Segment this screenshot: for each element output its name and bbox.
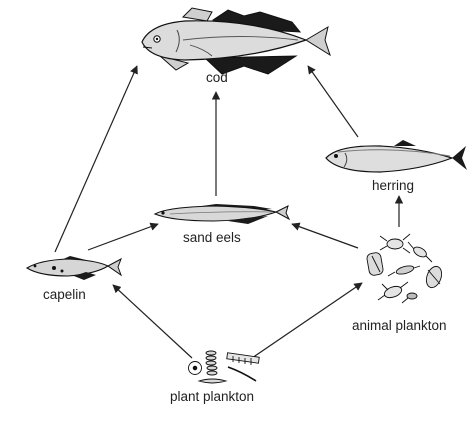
arrow-animal-plankton-to-sand-eels xyxy=(291,222,359,249)
arrow-herring-to-cod xyxy=(307,65,359,138)
cod-illustration xyxy=(141,7,331,75)
label-plant-plankton: plant plankton xyxy=(170,389,255,404)
arrow-plant-plankton-to-animal-plankton xyxy=(251,282,363,359)
label-capelin: capelin xyxy=(43,287,86,302)
label-sand-eels: sand eels xyxy=(183,230,241,245)
arrow-capelin-to-sand-eels xyxy=(87,222,159,251)
animal-plankton-illustration xyxy=(366,233,443,304)
herring-illustration xyxy=(325,140,467,173)
sand-eel-illustration xyxy=(153,204,291,224)
label-animal-plankton: animal plankton xyxy=(352,318,447,333)
plant-plankton-illustration xyxy=(188,350,260,384)
arrow-plant-plankton-to-capelin xyxy=(112,284,193,359)
label-herring: herring xyxy=(372,178,415,193)
label-cod: cod xyxy=(206,70,228,85)
arrow-capelin-to-cod xyxy=(54,65,138,253)
food-web-arrows xyxy=(54,65,404,359)
capelin-illustration xyxy=(25,256,123,280)
